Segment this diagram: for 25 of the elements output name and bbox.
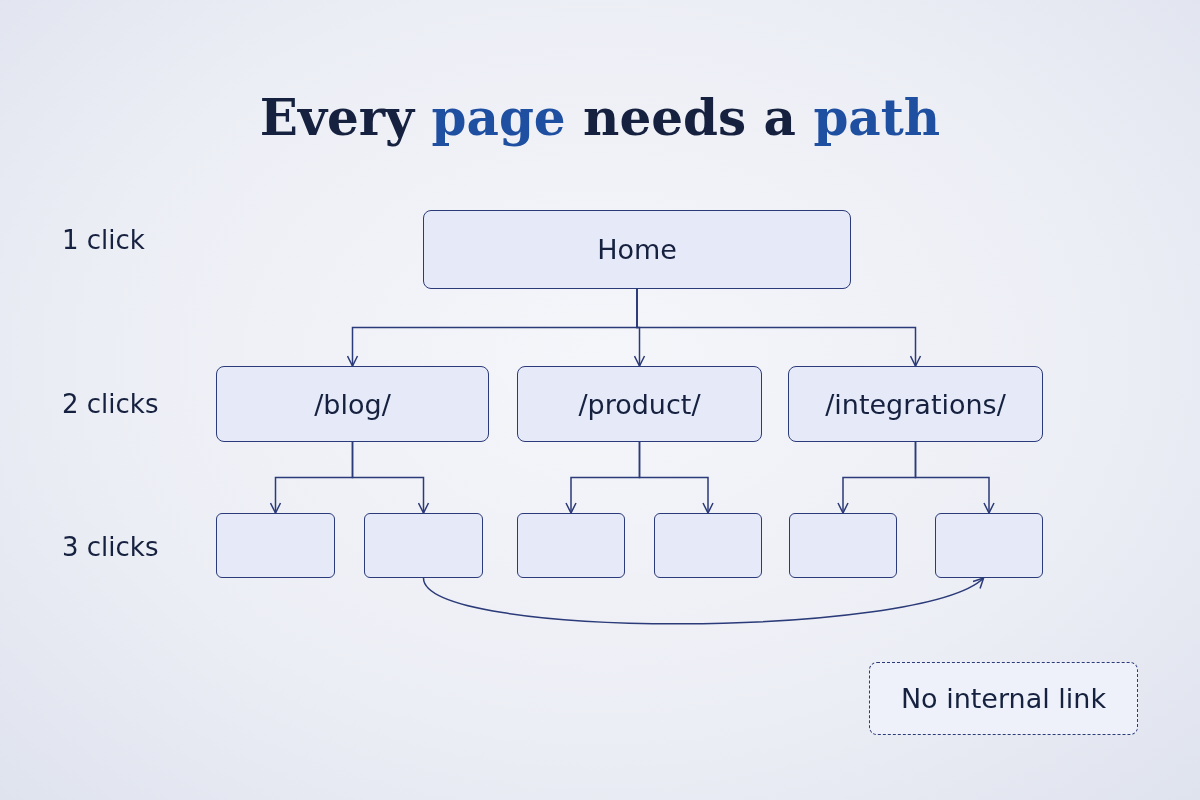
arrow <box>422 577 985 625</box>
empty-page-box <box>654 513 762 578</box>
node-label: /blog/ <box>314 388 391 420</box>
node-label: /product/ <box>578 388 701 420</box>
arrow <box>351 441 430 514</box>
node-label: No internal link <box>900 683 1107 714</box>
empty-page-box <box>789 513 897 578</box>
node-label: /integrations/ <box>825 388 1006 420</box>
level-label: 3 clicks <box>62 532 159 562</box>
node-label: Home <box>597 234 677 265</box>
arrow <box>636 288 922 367</box>
page-box <box>788 366 1043 442</box>
note-box <box>869 662 1138 735</box>
page-box <box>423 210 851 289</box>
page-box <box>517 366 762 442</box>
empty-page-box <box>935 513 1043 578</box>
arrow <box>638 441 714 514</box>
empty-page-box <box>216 513 335 578</box>
page-box <box>216 366 489 442</box>
arrow <box>914 441 995 514</box>
empty-page-box <box>517 513 625 578</box>
level-label: 2 clicks <box>62 389 159 419</box>
title: Every page needs a path <box>258 88 942 147</box>
empty-page-box <box>364 513 483 578</box>
level-label: 1 click <box>62 225 145 255</box>
